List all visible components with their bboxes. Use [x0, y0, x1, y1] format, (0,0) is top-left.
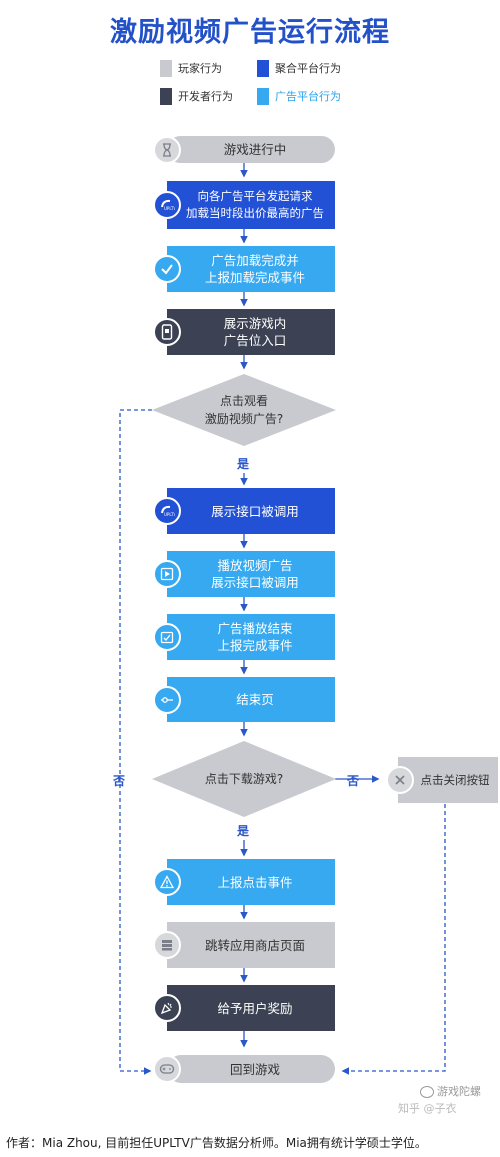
- page-title: 激励视频广告运行流程: [110, 17, 390, 48]
- node-play-video-line1: 播放视频广告: [217, 558, 293, 573]
- legend-swatch-developer: [160, 88, 172, 105]
- hourglass-icon: [153, 135, 181, 164]
- svg-text:UPLTV: UPLTV: [164, 206, 175, 211]
- upltv-logo-icon: UPLTV: [153, 497, 181, 525]
- node-ad-loaded: 广告加载完成并 上报加载完成事件: [153, 246, 335, 292]
- wechat-watermark: 游戏陀螺: [420, 1083, 481, 1099]
- legend-label-developer: 开发者行为: [178, 90, 233, 103]
- node-jump-store-text: 跳转应用商店页面: [204, 937, 305, 953]
- label-yes-2: 是: [237, 824, 250, 838]
- legend-label-player: 玩家行为: [178, 62, 222, 75]
- right-loop-line: [341, 804, 446, 1075]
- node-end-page: 结束页: [153, 677, 335, 722]
- decision-download-line1: 点击下载游戏?: [204, 772, 284, 786]
- node-game-running-text: 游戏进行中: [223, 142, 287, 157]
- legend-label-adplatform: 广告平台行为: [275, 90, 341, 103]
- node-ad-finished-text: 广告播放结束 上报完成事件: [181, 620, 335, 654]
- node-report-click: 上报点击事件: [153, 859, 335, 905]
- gamepad-icon: [153, 1055, 181, 1083]
- decision-diamond-download: [152, 741, 336, 817]
- decision-diamond-watch: [152, 374, 336, 446]
- phone-icon: [153, 318, 181, 346]
- node-request-ads-line1: 向各广告平台发起请求: [197, 189, 313, 203]
- label-no-right: 否: [347, 774, 360, 788]
- node-play-video-text: 播放视频广告 展示接口被调用: [181, 557, 335, 591]
- node-play-video-line2: 展示接口被调用: [211, 575, 299, 590]
- wechat-watermark-text: 游戏陀螺: [437, 1085, 481, 1098]
- close-icon: [386, 766, 414, 794]
- node-ad-finished-line1: 广告播放结束: [217, 621, 293, 636]
- node-request-ads: UPLTV 向各广告平台发起请求 加载当时段出价最高的广告: [153, 181, 335, 229]
- video-icon: [153, 560, 181, 588]
- warning-icon: [153, 868, 181, 896]
- node-ad-loaded-line1: 广告加载完成并: [211, 253, 299, 268]
- node-ad-loaded-text: 广告加载完成并 上报加载完成事件: [181, 252, 335, 286]
- node-request-ads-text: 向各广告平台发起请求 加载当时段出价最高的广告: [181, 188, 335, 222]
- node-ad-finished: 广告播放结束 上报完成事件: [153, 614, 335, 660]
- decision-watch-ad-line2: 激励视频广告?: [204, 412, 284, 426]
- legend-label-aggregator: 聚合平台行为: [275, 62, 341, 75]
- node-show-api: UPLTV 展示接口被调用: [153, 488, 335, 534]
- node-ad-loaded-line2: 上报加载完成事件: [204, 270, 305, 285]
- node-show-entry-text: 展示游戏内 广告位入口: [181, 315, 335, 349]
- node-end-page-text: 结束页: [236, 692, 274, 707]
- svg-text:UPLTV: UPLTV: [164, 512, 175, 517]
- decision-watch-ad-text: 点击观看 激励视频广告?: [184, 392, 304, 428]
- checkmark-icon: [153, 255, 181, 283]
- node-request-ads-line2: 加载当时段出价最高的广告: [186, 206, 324, 220]
- slider-icon: [153, 685, 181, 714]
- upltv-logo-icon: UPLTV: [153, 191, 181, 219]
- legend-swatch-adplatform: [257, 88, 269, 105]
- store-icon: [153, 931, 181, 959]
- node-give-reward: 给予用户奖励: [153, 985, 335, 1031]
- calendar-check-icon: [153, 623, 181, 651]
- node-back-to-game-text: 回到游戏: [229, 1061, 280, 1077]
- wechat-logo-icon: [420, 1086, 434, 1098]
- node-close-button-text: 点击关闭按钮: [420, 772, 490, 787]
- legend-swatch-aggregator: [257, 60, 269, 77]
- node-show-entry-line2: 广告位入口: [223, 333, 287, 348]
- label-no-left: 否: [113, 774, 126, 788]
- node-report-click-text: 上报点击事件: [217, 874, 293, 890]
- decision-watch-ad-line1: 点击观看: [219, 394, 268, 408]
- node-close-button: 点击关闭按钮: [386, 757, 498, 803]
- decision-download-text: 点击下载游戏?: [184, 770, 304, 788]
- node-show-api-text: 展示接口被调用: [211, 503, 299, 519]
- left-loop-line: [119, 409, 152, 1075]
- legend: 玩家行为 聚合平台行为 开发者行为 广告平台行为: [160, 60, 360, 110]
- node-jump-store: 跳转应用商店页面: [153, 922, 335, 968]
- label-yes-1: 是: [237, 457, 250, 471]
- node-back-to-game: 回到游戏: [153, 1055, 335, 1083]
- legend-swatch-player: [160, 60, 172, 77]
- node-show-entry: 展示游戏内 广告位入口: [153, 309, 335, 355]
- node-ad-finished-line2: 上报完成事件: [217, 638, 293, 653]
- node-game-running: 游戏进行中: [153, 135, 335, 164]
- zhihu-watermark: 知乎 @子衣: [398, 1102, 457, 1115]
- author-footer: 作者：Mia Zhou, 目前担任UPLTV广告数据分析师。Mia拥有统计学硕士…: [6, 1136, 427, 1150]
- party-icon: [153, 994, 181, 1022]
- node-give-reward-text: 给予用户奖励: [217, 1000, 293, 1016]
- node-play-video: 播放视频广告 展示接口被调用: [153, 551, 335, 597]
- node-show-entry-line1: 展示游戏内: [223, 316, 287, 331]
